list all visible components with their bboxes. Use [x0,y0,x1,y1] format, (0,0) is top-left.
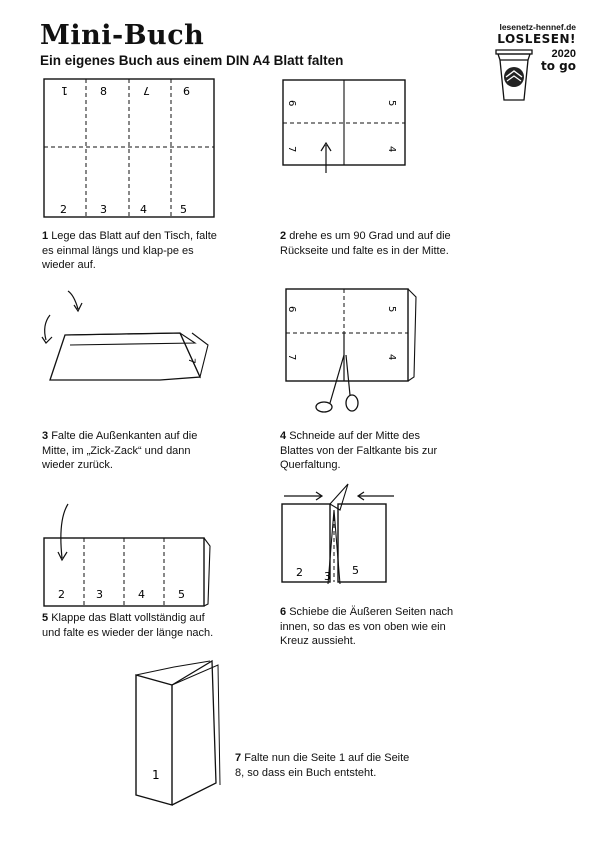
logo-site: lesenetz-hennef.de [499,22,576,32]
fig2-label: 6 [286,100,297,106]
step-2-caption: 2 drehe es um 90 Grad und auf die Rückse… [280,229,455,258]
fig4-label: 4 [386,354,397,360]
step-number: 6 [280,606,287,618]
coffee-cup-icon [495,49,533,101]
step-1-caption: 1 Lege das Blatt auf den Tisch, falte es… [42,229,217,273]
fig6-label: 5 [352,564,359,577]
arrow-left-icon [356,491,394,501]
logo-brand: LOSLESEN! [497,32,576,46]
fig1-bottom-label: 4 [140,203,147,216]
rotate-arrow-icon [67,290,83,313]
fig1-bottom-label: 3 [100,203,107,216]
step-5-caption: 5 Klappe das Blatt vollständig auf und f… [42,611,217,640]
logo-tagline: to go [541,59,576,73]
figure-4-cut: 6 5 7 4 [285,288,417,413]
step-text: Falte nun die Seite 1 auf die Seite 8, s… [235,752,410,779]
fig1-bottom-label: 2 [60,203,67,216]
figure-6-cross: 2 3 5 [281,483,394,585]
fig2-label: 4 [386,146,397,152]
figure-3-zigzag: 7 [41,290,209,381]
fig1-top-label: 7 [143,84,150,97]
page-title: Mini-Buch [40,20,205,51]
figure-7-book: 1 [135,659,221,806]
figure-1-sheet: 1 8 7 6 2 3 4 5 [43,78,215,218]
fig5-label: 3 [96,588,103,601]
arrow-up-icon [320,141,332,173]
fig1-top-label: 8 [100,85,107,98]
scissors-icon [315,354,359,413]
arrow-right-icon [284,491,324,501]
fig4-label: 7 [286,354,297,360]
step-4-caption: 4 Schneide auf der Mitte des Blattes von… [280,429,455,473]
arrow-down-icon [57,503,69,562]
fig1-bottom-label: 5 [180,203,187,216]
step-text: Klappe das Blatt vollständig auf und fal… [42,612,214,639]
fig5-label: 5 [178,588,185,601]
step-number: 3 [42,430,49,442]
step-3-caption: 3 Falte die Außenkanten auf die Mitte, i… [42,429,217,473]
figure-2-sheet: 6 5 7 4 [282,79,406,173]
step-text: Lege das Blatt auf den Tisch, falte es e… [42,230,217,271]
step-text: drehe es um 90 Grad und auf die Rückseit… [280,230,451,257]
step-number: 5 [42,612,49,624]
figure-5-refold: 2 3 4 5 [43,503,211,607]
fig5-label: 4 [138,588,145,601]
logo-year: 2020 [551,48,576,60]
fig4-label: 6 [286,306,297,312]
fig2-label: 5 [386,100,397,106]
fig2-label: 7 [286,146,297,152]
fig1-top-label: 6 [183,85,190,98]
rotate-arrow-icon [41,314,53,344]
step-7-caption: 7 Falte nun die Seite 1 auf die Seite 8,… [235,751,410,780]
step-number: 2 [280,230,287,242]
fig3-label: 7 [186,358,196,364]
fig5-label: 2 [58,588,65,601]
step-text: Schiebe die Äußeren Seiten nach innen, s… [280,606,454,647]
step-number: 4 [280,430,287,442]
fig1-top-label: 1 [61,84,68,97]
fig6-label: 2 [296,566,303,579]
step-text: Schneide auf der Mitte des Blattes von d… [280,430,438,471]
page-subtitle: Ein eigenes Buch aus einem DIN A4 Blatt … [40,53,344,68]
fig6-label: 3 [324,570,331,583]
step-6-caption: 6 Schiebe die Äußeren Seiten nach innen,… [280,605,455,649]
step-text: Falte die Außenkanten auf die Mitte, im … [42,430,198,471]
fig4-label: 5 [386,306,397,312]
fig7-cover-label: 1 [152,768,160,782]
loslesen-logo: lesenetz-hennef.de LOSLESEN! 2020 to go [478,22,588,102]
step-number: 7 [235,752,242,764]
step-number: 1 [42,230,49,242]
